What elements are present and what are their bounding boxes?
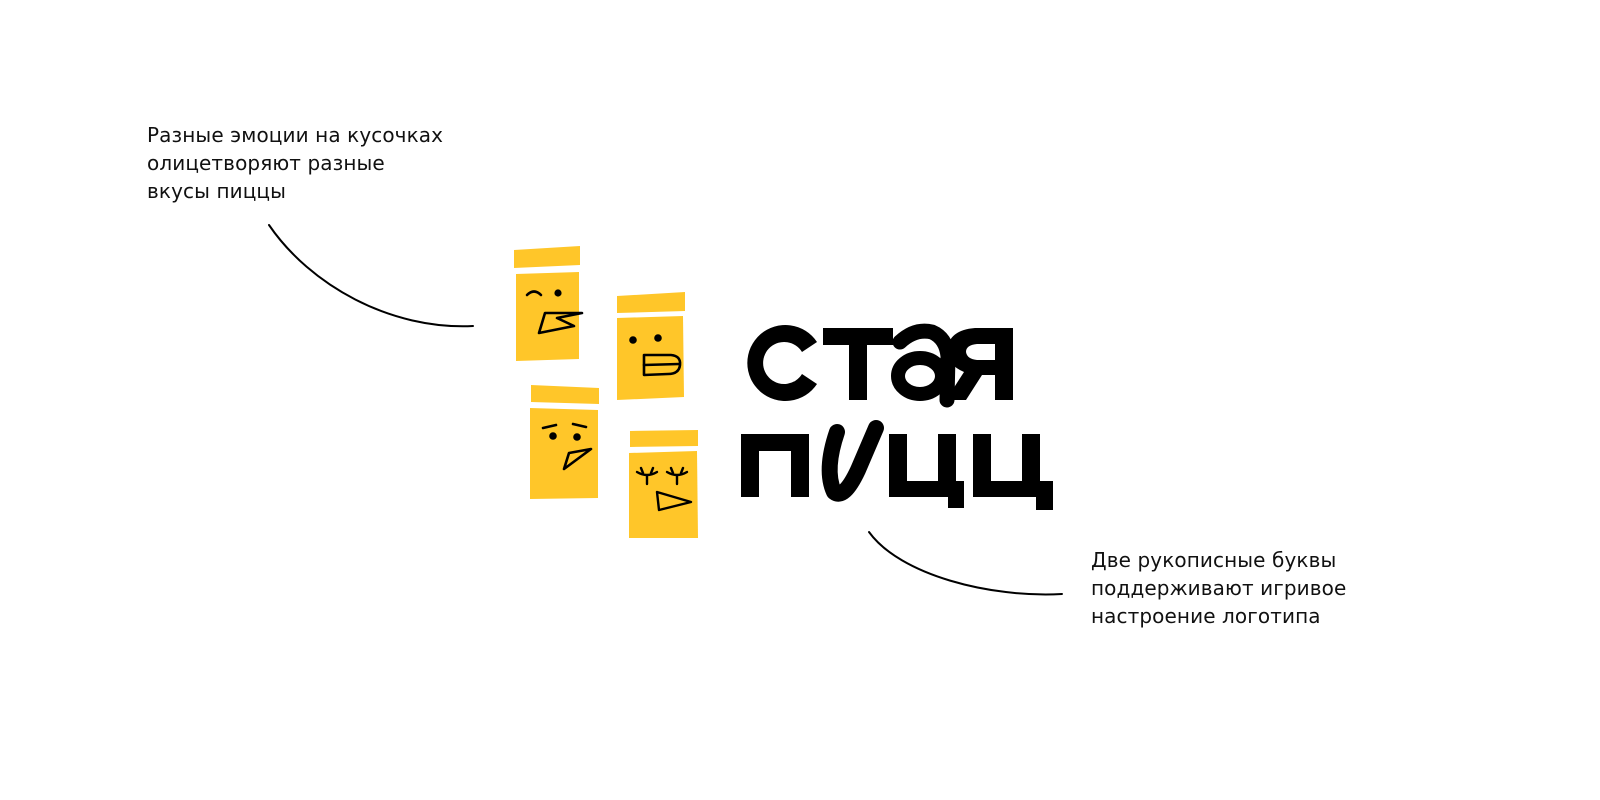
surprised-face-icon <box>541 422 593 471</box>
annotation-right-line-1: Две рукописные буквы <box>1091 548 1337 572</box>
letter-t <box>823 328 893 400</box>
logo-wordmark-line-1 <box>747 323 1013 408</box>
letter-ts-2 <box>973 434 1053 510</box>
pizza-piece-surprised <box>530 385 599 499</box>
grin-face-icon <box>629 334 682 377</box>
letter-i-handwritten <box>821 420 884 502</box>
annotation-left-line-1: Разные эмоции на кусочках <box>147 123 444 147</box>
logo-wordmark-line-2 <box>741 420 1053 510</box>
pizza-piece-sleepy <box>629 430 698 538</box>
letter-a-handwritten <box>891 323 956 408</box>
annotation-left-line-3: вкусы пиццы <box>147 179 287 203</box>
sleepy-face-icon <box>635 466 693 512</box>
letter-ts-1 <box>889 434 964 508</box>
leader-line-left <box>268 224 474 328</box>
letter-ya <box>946 328 1013 400</box>
annotation-right-line-2: поддерживают игривое <box>1091 576 1347 600</box>
letter-s <box>747 325 817 402</box>
annotation-left-line-2: олицетворяют разные <box>147 151 385 175</box>
wink-face-icon <box>525 289 584 335</box>
pizza-piece-grin <box>617 292 685 400</box>
annotation-right-line-3: настроение логотипа <box>1091 604 1321 628</box>
letter-p <box>741 434 809 497</box>
pizza-piece-wink <box>514 246 584 361</box>
annotation-right: Две рукописные буквы поддерживают игриво… <box>1091 546 1346 630</box>
annotation-left: Разные эмоции на кусочках олицетворяют р… <box>147 121 443 205</box>
leader-line-right <box>868 531 1063 596</box>
